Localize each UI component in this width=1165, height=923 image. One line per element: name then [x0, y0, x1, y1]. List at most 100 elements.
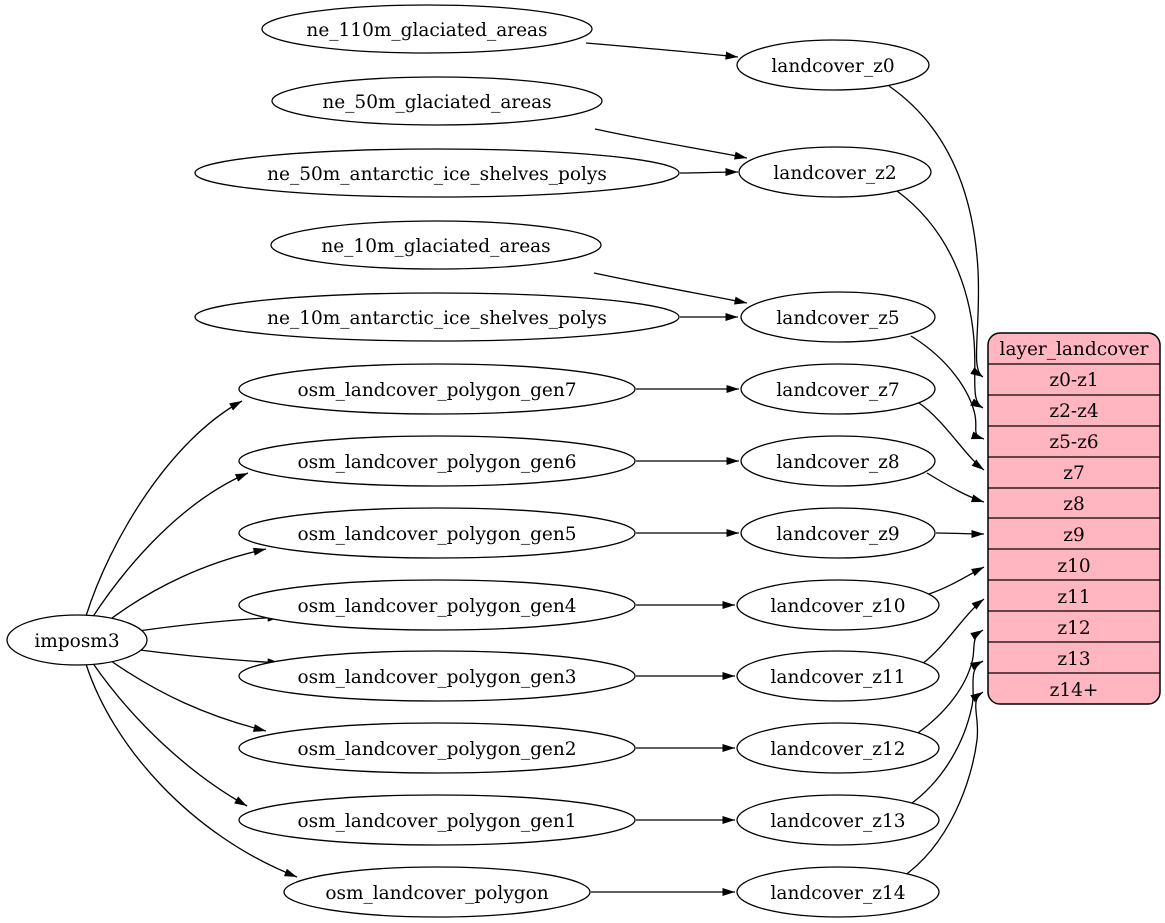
landcover-z14-ellipse — [736, 866, 940, 918]
landcover-z14-label: landcover_z14 — [771, 883, 906, 904]
osm-landcover-polygon-gen7-ellipse — [238, 363, 636, 415]
ne-110m-glaciated-areas-ellipse — [261, 4, 593, 54]
ne-10m-antarctic-ice-shelves-polys-ellipse — [194, 292, 680, 342]
node-osm-landcover-polygon-gen7: osm_landcover_polygon_gen7 — [238, 363, 636, 415]
osm-landcover-polygon-gen5-ellipse — [238, 507, 636, 559]
node-landcover-z8: landcover_z8 — [740, 435, 936, 487]
node-landcover-z10: landcover_z10 — [736, 579, 940, 631]
osm-landcover-polygon-gen2-label: osm_landcover_polygon_gen2 — [297, 739, 576, 760]
landcover-z10-label: landcover_z10 — [771, 596, 906, 617]
edge-landcover-z11-row-z11 — [921, 598, 985, 665]
node-osm-landcover-polygon-gen1: osm_landcover_polygon_gen1 — [238, 794, 636, 846]
ne-10m-glaciated-areas-ellipse — [270, 220, 602, 270]
landcover-z8-label: landcover_z8 — [776, 452, 899, 473]
record-row-z10: z10 — [1057, 556, 1090, 577]
edge-ne-10m-glaciated-areas-landcover-z5 — [593, 272, 748, 305]
edge-imposm3-osm-landcover-polygon-gen5 — [103, 547, 267, 625]
osm-landcover-polygon-gen6-label: osm_landcover_polygon_gen6 — [297, 452, 576, 473]
edge-imposm3-osm-landcover-polygon-gen3 — [131, 648, 281, 667]
landcover-z8-ellipse — [740, 435, 936, 487]
osm-landcover-polygon-gen6-ellipse — [238, 435, 636, 487]
edge-ne-110m-glaciated-areas-landcover-z0 — [585, 42, 739, 60]
landcover-z0-ellipse — [736, 39, 930, 91]
node-ne-50m-glaciated-areas: ne_50m_glaciated_areas — [271, 76, 603, 126]
osm-landcover-polygon-gen1-ellipse — [238, 794, 636, 846]
node-osm-landcover-polygon-gen6: osm_landcover_polygon_gen6 — [238, 435, 636, 487]
landcover-z12-label: landcover_z12 — [771, 739, 906, 760]
node-osm-landcover-polygon-gen2: osm_landcover_polygon_gen2 — [238, 722, 636, 774]
record-row-z9: z9 — [1063, 525, 1085, 546]
edge-ne-50m-antarctic-ice-shelves-polys-landcover-z2 — [679, 168, 739, 177]
landcover-z5-ellipse — [740, 291, 936, 343]
edge-landcover-z2-row-z2-z4 — [896, 190, 984, 409]
edge-landcover-z13-row-z13 — [907, 660, 984, 807]
nodes-layer: imposm3 ne_110m_glaciated_areas ne_50m_g… — [6, 4, 940, 918]
edge-ne-50m-glaciated-areas-landcover-z2 — [594, 128, 748, 160]
osm-landcover-polygon-label: osm_landcover_polygon — [325, 883, 548, 904]
edge-imposm3-osm-landcover-polygon-gen2 — [103, 655, 267, 732]
landcover-z7-label: landcover_z7 — [776, 380, 899, 401]
node-layer-landcover: layer_landcover z0-z1 z2-z4 z5-z6 z7 z8 … — [987, 332, 1161, 705]
edge-imposm3-osm-landcover-polygon-gen7 — [85, 400, 243, 617]
osm-landcover-polygon-gen2-ellipse — [238, 722, 636, 774]
edge-landcover-z7-row-z7 — [918, 402, 985, 471]
record-row-z2-z4: z2-z4 — [1049, 401, 1098, 422]
imposm3-label: imposm3 — [34, 631, 119, 652]
landcover-z11-ellipse — [736, 650, 940, 702]
landcover-z10-ellipse — [736, 579, 940, 631]
landcover-z11-label: landcover_z11 — [771, 667, 906, 688]
landcover-z2-label: landcover_z2 — [773, 163, 896, 184]
edges-layer — [85, 42, 985, 896]
edge-landcover-z5-row-z5-z6 — [910, 335, 985, 440]
record-row-z14: z14+ — [1050, 680, 1099, 701]
landcover-z7-ellipse — [740, 363, 936, 415]
ne-10m-antarctic-ice-shelves-polys-label: ne_10m_antarctic_ice_shelves_polys — [267, 308, 607, 329]
node-landcover-z13: landcover_z13 — [736, 794, 940, 846]
osm-landcover-polygon-gen3-label: osm_landcover_polygon_gen3 — [297, 667, 576, 688]
edge-landcover-z8-row-z8 — [926, 472, 985, 503]
edge-imposm3-osm-landcover-polygon-gen6 — [91, 472, 249, 619]
ne-50m-glaciated-areas-ellipse — [271, 76, 603, 126]
edge-landcover-z10-row-z10 — [928, 566, 985, 595]
node-osm-landcover-polygon: osm_landcover_polygon — [283, 866, 591, 918]
osm-landcover-polygon-ellipse — [283, 866, 591, 918]
record-row-z11: z11 — [1057, 587, 1090, 608]
imposm3-ellipse — [6, 614, 148, 666]
osm-landcover-polygon-gen5-label: osm_landcover_polygon_gen5 — [297, 524, 576, 545]
ne-50m-glaciated-areas-label: ne_50m_glaciated_areas — [322, 92, 551, 113]
edge-landcover-z14-row-z14 — [900, 691, 984, 879]
landcover-z2-ellipse — [738, 146, 932, 198]
node-landcover-z9: landcover_z9 — [740, 507, 936, 559]
node-osm-landcover-polygon-gen5: osm_landcover_polygon_gen5 — [238, 507, 636, 559]
osm-landcover-polygon-gen7-label: osm_landcover_polygon_gen7 — [297, 380, 576, 401]
node-ne-50m-antarctic-ice-shelves-polys: ne_50m_antarctic_ice_shelves_polys — [194, 148, 680, 198]
landcover-z0-label: landcover_z0 — [771, 56, 894, 77]
node-landcover-z5: landcover_z5 — [740, 291, 936, 343]
node-landcover-z7: landcover_z7 — [740, 363, 936, 415]
record-row-z7: z7 — [1063, 463, 1085, 484]
landcover-z12-ellipse — [736, 722, 940, 774]
edge-imposm3-osm-landcover-polygon-gen4 — [131, 613, 281, 633]
node-landcover-z14: landcover_z14 — [736, 866, 940, 918]
node-osm-landcover-polygon-gen3: osm_landcover_polygon_gen3 — [238, 650, 636, 702]
edge-landcover-z0-row-z0-z1 — [888, 85, 984, 378]
landcover-z13-label: landcover_z13 — [771, 811, 906, 832]
edge-imposm3-osm-landcover-polygon — [85, 663, 298, 878]
node-landcover-z11: landcover_z11 — [736, 650, 940, 702]
layer-landcover-title: layer_landcover — [1000, 339, 1149, 360]
osm-landcover-polygon-gen3-ellipse — [238, 650, 636, 702]
record-row-z12: z12 — [1057, 618, 1090, 639]
node-landcover-z2: landcover_z2 — [738, 146, 932, 198]
record-row-z0-z1: z0-z1 — [1049, 370, 1098, 391]
node-landcover-z0: landcover_z0 — [736, 39, 930, 91]
node-ne-110m-glaciated-areas: ne_110m_glaciated_areas — [261, 4, 593, 54]
node-ne-10m-glaciated-areas: ne_10m_glaciated_areas — [270, 220, 602, 270]
landcover-z9-ellipse — [740, 507, 936, 559]
node-imposm3: imposm3 — [6, 614, 148, 666]
record-row-z8: z8 — [1063, 494, 1085, 515]
landcover-z9-label: landcover_z9 — [776, 524, 899, 545]
ne-110m-glaciated-areas-label: ne_110m_glaciated_areas — [306, 20, 547, 41]
landcover-z5-label: landcover_z5 — [776, 308, 899, 329]
